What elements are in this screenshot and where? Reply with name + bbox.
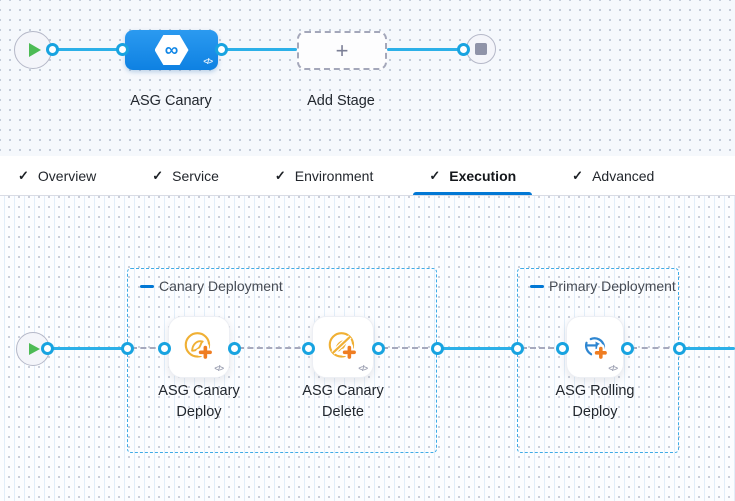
stage-canvas: ∞ </> + ASG Canary Add Stage (0, 0, 735, 156)
pipeline-end-node (466, 34, 496, 64)
collapse-icon[interactable] (140, 284, 154, 288)
connector-line (679, 347, 735, 350)
port-stage-in[interactable] (116, 43, 129, 56)
execution-canvas: Canary Deployment Primary Deployment </> (0, 196, 735, 501)
code-icon[interactable]: </> (203, 57, 213, 66)
tab-advanced[interactable]: ✓ Advanced (572, 167, 655, 184)
step-node-asg-canary-delete[interactable]: </> (312, 316, 374, 378)
port[interactable] (431, 342, 444, 355)
asg-rolling-deploy-icon (584, 337, 610, 362)
add-stage-label: Add Stage (307, 93, 375, 109)
check-icon: ✓ (152, 167, 164, 183)
port[interactable] (302, 342, 315, 355)
dashed-connector (238, 347, 310, 349)
tab-environment[interactable]: ✓ Environment (274, 167, 374, 184)
dashed-connector (521, 347, 563, 349)
step-label: ASG Canary Deploy (158, 383, 240, 420)
check-icon: ✓ (18, 167, 29, 183)
tab-execution[interactable]: ✓ Execution (413, 156, 532, 195)
port-end-in[interactable] (457, 43, 470, 56)
port[interactable] (228, 342, 241, 355)
asg-canary-deploy-icon (184, 332, 215, 362)
step-group-canary-deployment[interactable]: Canary Deployment (127, 268, 437, 453)
asg-canary-delete-icon (328, 332, 359, 362)
collapse-icon[interactable] (530, 284, 544, 288)
dashed-connector (382, 347, 438, 349)
connector-line (437, 347, 519, 350)
check-icon: ✓ (274, 167, 286, 183)
connector-line (387, 48, 463, 51)
port[interactable] (372, 342, 385, 355)
step-node-asg-rolling-deploy[interactable]: </> (566, 316, 624, 378)
deploy-stage-icon: ∞ (154, 35, 189, 65)
port[interactable] (158, 342, 171, 355)
add-stage-button[interactable]: + (297, 31, 387, 70)
tab-service[interactable]: ✓ Service (152, 167, 219, 184)
pipeline-start-node (14, 31, 52, 69)
check-icon: ✓ (429, 167, 441, 183)
port[interactable] (673, 342, 686, 355)
stop-icon (475, 43, 487, 55)
connector-line (47, 347, 129, 350)
port-stage-out[interactable] (215, 43, 228, 56)
code-icon[interactable]: </> (608, 364, 618, 373)
port[interactable] (511, 342, 524, 355)
port[interactable] (121, 342, 134, 355)
port[interactable] (41, 342, 54, 355)
code-icon[interactable]: </> (214, 364, 224, 373)
play-icon (28, 43, 41, 57)
tab-overview[interactable]: ✓ Overview (18, 167, 97, 184)
dashed-connector (631, 347, 680, 349)
group-header[interactable]: Canary Deployment (140, 278, 283, 294)
stage-label: ASG Canary (130, 93, 212, 109)
step-label: ASG Rolling Deploy (555, 383, 635, 420)
connector-line (221, 48, 297, 51)
group-header[interactable]: Primary Deployment (530, 278, 676, 294)
step-label: ASG Canary Delete (302, 383, 384, 420)
group-title: Primary Deployment (549, 278, 676, 294)
port-start-out[interactable] (46, 43, 59, 56)
plus-icon: + (335, 37, 349, 63)
port[interactable] (556, 342, 569, 355)
stage-node-asg-canary[interactable]: ∞ </> (125, 30, 218, 70)
check-icon: ✓ (572, 167, 584, 183)
step-node-asg-canary-deploy[interactable]: </> (168, 316, 230, 378)
play-icon (29, 343, 40, 355)
code-icon[interactable]: </> (358, 364, 368, 373)
port[interactable] (621, 342, 634, 355)
dashed-connector (131, 347, 165, 349)
stage-config-tabs: ✓ Overview ✓ Service ✓ Environment ✓ Exe… (0, 156, 735, 196)
connector-line (52, 48, 122, 51)
step-group-primary-deployment[interactable]: Primary Deployment (517, 268, 679, 453)
group-title: Canary Deployment (159, 278, 283, 294)
